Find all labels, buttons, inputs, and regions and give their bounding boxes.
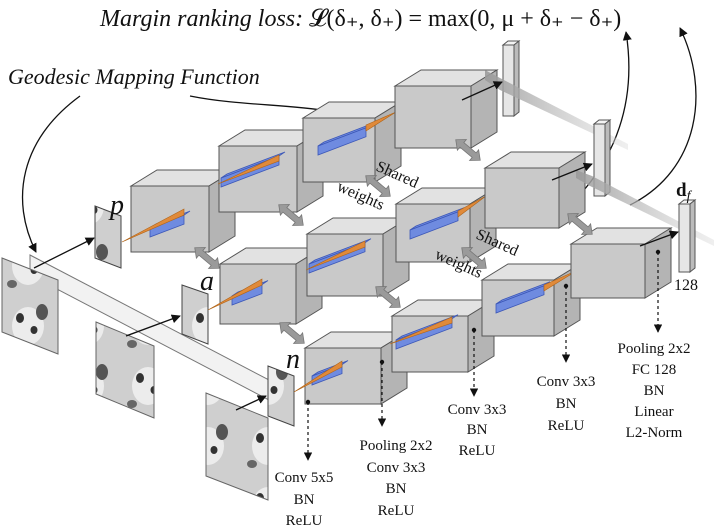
- box-a-4: [483, 151, 587, 229]
- feature-label: df: [676, 180, 693, 204]
- connector-a-n-1: [279, 322, 305, 344]
- label-pool-fc: Pooling 2x2 FC 128 BN Linear L2-Norm: [618, 341, 691, 441]
- feature-dimension: 128: [674, 277, 698, 294]
- output-bar-a: [592, 118, 612, 198]
- label-pool-conv3: Pooling 2x2 Conv 3x3 BN ReLU: [360, 438, 433, 519]
- svg-text:BN: BN: [294, 492, 315, 508]
- branch-letter-a: a: [200, 266, 214, 297]
- label-conv3-b: Conv 3x3 BN ReLU: [537, 374, 596, 434]
- cone-p-2: [217, 154, 280, 185]
- kernel-n-3-bar-top: [495, 281, 551, 305]
- svg-text:Pooling 2x2: Pooling 2x2: [618, 341, 691, 357]
- arrow-out-a: [551, 162, 593, 181]
- svg-text:Conv 3x3: Conv 3x3: [537, 374, 596, 390]
- box-n-2-front: [391, 315, 469, 373]
- patch-a: [181, 284, 209, 345]
- svg-text:BN: BN: [556, 396, 577, 412]
- svg-text:Conv 3x3: Conv 3x3: [367, 460, 426, 476]
- kernel-a-3: [409, 207, 465, 240]
- connector-p-a-2: [278, 204, 304, 226]
- connector-a-n-4: [567, 213, 593, 235]
- svg-text:BN: BN: [386, 481, 407, 497]
- arrow-img1-p: [33, 237, 95, 269]
- loss-prefix: Margin ranking loss:: [99, 6, 309, 32]
- cone-a-1: [207, 278, 263, 311]
- kernel-n-3: [495, 281, 551, 314]
- svg-text:L2-Norm: L2-Norm: [626, 425, 683, 441]
- svg-text:ReLU: ReLU: [286, 513, 323, 529]
- arrow-img2-a: [125, 314, 181, 337]
- connector-p-a-1: [194, 247, 220, 269]
- geodesic-label: Geodesic Mapping Function: [8, 64, 260, 89]
- input-image-3: [205, 392, 269, 501]
- connector-p-a-4: [455, 139, 481, 161]
- box-a-4-front: [484, 167, 560, 229]
- label-conv3-a: Conv 3x3 BN ReLU: [448, 402, 507, 459]
- connector-p-a-3: [365, 175, 391, 197]
- arrow-out-n: [639, 230, 679, 247]
- kernel-a-2-bar-top: [308, 238, 372, 265]
- arrow-img3-n: [235, 395, 267, 411]
- cone-n-2: [389, 316, 453, 345]
- cone-a-3: [457, 195, 487, 218]
- kernel-p-2-bar-top: [220, 151, 286, 179]
- patch-n: [267, 365, 295, 427]
- loss-title: Margin ranking loss: 𝓛(δ₊, δ₊) = max(0, …: [99, 6, 621, 32]
- output-beam-p: [485, 70, 628, 150]
- cone-n-3: [543, 269, 579, 292]
- svg-text:BN: BN: [467, 422, 488, 438]
- svg-text:Pooling 2x2: Pooling 2x2: [360, 438, 433, 454]
- svg-text:FC 128: FC 128: [632, 362, 677, 378]
- branch-connectors: [194, 139, 593, 344]
- svg-text:BN: BN: [644, 383, 665, 399]
- box-n-4-front: [570, 243, 646, 299]
- connector-a-n-2: [375, 286, 401, 308]
- branch-letter-p: p: [108, 190, 124, 221]
- branch-letter-n: n: [286, 344, 300, 375]
- box-p-3: [301, 101, 403, 183]
- arrow-out-p: [461, 81, 503, 101]
- output-bar-p: [501, 39, 521, 118]
- loss-formula: 𝓛(δ₊, δ₊) = max(0, μ + δ₊ − δ₊): [309, 6, 621, 32]
- cone-p-1: [121, 208, 185, 243]
- box-a-3: [394, 187, 498, 263]
- input-image-1: [1, 257, 59, 355]
- kernel-p-3: [317, 123, 373, 156]
- cone-p-3: [365, 111, 397, 132]
- svg-text:ReLU: ReLU: [548, 418, 585, 434]
- layer-boxes: [121, 69, 673, 405]
- cone-a-2: [305, 240, 366, 271]
- svg-text:ReLU: ReLU: [378, 503, 415, 519]
- geodesic-arrow: [21, 95, 81, 253]
- cone-n-1: [293, 360, 343, 393]
- svg-text:Linear: Linear: [634, 404, 673, 420]
- box-p-4: [393, 69, 499, 149]
- box-n-4: [569, 227, 673, 299]
- svg-text:Conv 3x3: Conv 3x3: [448, 402, 507, 418]
- label-conv5: Conv 5x5 BN ReLU: [275, 470, 334, 529]
- box-p-4-front: [394, 85, 472, 149]
- patch-p: [94, 205, 122, 269]
- svg-text:ReLU: ReLU: [459, 443, 496, 459]
- loss-arrow-negative: [629, 27, 697, 206]
- input-image-2: [95, 321, 155, 419]
- output-bar-n: [677, 198, 697, 274]
- connector-a-n-3: [461, 247, 487, 269]
- svg-text:Conv 5x5: Conv 5x5: [275, 470, 334, 486]
